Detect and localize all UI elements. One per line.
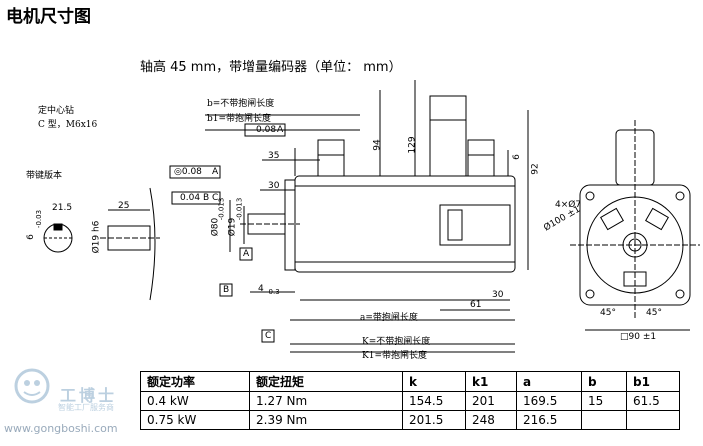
table-cell: 1.27 Nm (249, 391, 403, 411)
b-length-label: b=不带抱闸长度 (207, 99, 275, 109)
dim-30b: 30 (492, 290, 504, 300)
table-cell: 169.5 (516, 391, 582, 411)
table-cell (626, 410, 680, 430)
datum-c: C (265, 331, 272, 341)
col-b: b (581, 371, 627, 392)
col-k: k (402, 371, 466, 392)
dim-19-tol: -0.013 (235, 197, 244, 221)
a-length-label: a=带抱闸长度 (360, 313, 418, 323)
table-cell: 201 (465, 391, 517, 411)
center-drill-spec: C 型，M6x16 (38, 120, 98, 130)
power-connector (317, 139, 345, 177)
with-key-label: 带键版本 (26, 171, 63, 181)
col-a: a (516, 371, 582, 392)
drawing-subtitle: 轴高 45 mm，带增量编码器（单位： mm） (140, 60, 402, 75)
datum-b: B (223, 285, 230, 295)
dim-21-5: 21.5 (52, 203, 73, 213)
table-row: 0.4 kW 1.27 Nm 154.5 201 169.5 15 61.5 (140, 391, 680, 411)
dim-square: □90 ±1 (620, 332, 657, 342)
dim-19: Ø19 (227, 217, 238, 237)
col-rated-power: 额定功率 (140, 371, 250, 392)
dim-holes: 4×Ø7 (555, 200, 582, 210)
shaft-flange-profile (149, 187, 156, 301)
k1-length-label: K1=带抱闸长度 (362, 351, 427, 361)
runout-b-ref: B (203, 193, 210, 203)
dim-25: 25 (118, 201, 130, 211)
datum-a: A (243, 249, 250, 259)
runout-a-ref: A (277, 125, 284, 135)
dim-6b-tol: -0.03 (35, 209, 44, 229)
table-cell: 248 (465, 410, 517, 430)
watermark-website: www.gongboshi.com (4, 422, 118, 435)
brake-connector (467, 139, 495, 177)
spec-table: 额定功率 额定扭矩 k k1 a b b1 0.4 kW 1.27 Nm 154… (140, 371, 680, 430)
runout-bc-value: 0.04 (180, 193, 201, 203)
table-cell: 0.75 kW (140, 410, 250, 430)
center-drill-label: 定中心钻 (38, 106, 75, 116)
dim-80: Ø80 (210, 217, 221, 237)
dim-6b: 6 (25, 234, 36, 240)
col-rated-torque: 额定扭矩 (249, 371, 403, 392)
dim-6: 6 (511, 154, 522, 160)
dim-angle-1: 45° (600, 308, 616, 318)
motor-body (294, 175, 516, 273)
table-cell: 201.5 (402, 410, 466, 430)
col-b1: b1 (626, 371, 680, 392)
table-cell: 15 (581, 391, 627, 411)
dim-19h6: Ø19 h6 (91, 220, 102, 254)
watermark-brand: 工博士 (60, 386, 118, 405)
runout-a-value: 0.08 (256, 125, 277, 135)
table-cell: 2.39 Nm (249, 410, 403, 430)
dim-129: 129 (407, 136, 418, 154)
runout-c-ref: C (212, 193, 219, 203)
k-length-label: K=不带抱闸长度 (362, 337, 431, 347)
watermark-tagline: 智能工厂服务商 (58, 403, 114, 412)
dim-4: 4 (258, 284, 264, 294)
dim-4-tol: -0.3 (266, 288, 280, 296)
circularity-value: ◎0.08 (174, 167, 202, 177)
dim-94: 94 (372, 139, 383, 151)
page-title: 电机尺寸图 (6, 7, 91, 27)
dim-92: 92 (530, 163, 541, 175)
circularity-ref: A (212, 167, 219, 177)
table-cell (581, 410, 627, 430)
table-cell: 0.4 kW (140, 391, 250, 411)
dim-35: 35 (268, 151, 280, 161)
table-row: 0.75 kW 2.39 Nm 201.5 248 216.5 (140, 410, 680, 430)
table-cell: 61.5 (626, 391, 680, 411)
dim-61: 61 (470, 300, 482, 310)
b1-length-label: b1=带抱闸长度 (207, 114, 272, 124)
table-cell: 154.5 (402, 391, 466, 411)
col-k1: k1 (465, 371, 517, 392)
dim-80-tol: -0.013 (217, 197, 226, 221)
dim-angle-2: 45° (646, 308, 662, 318)
table-header-row: 额定功率 额定扭矩 k k1 a b b1 (140, 371, 680, 392)
encoder-connector (429, 95, 467, 177)
table-cell: 216.5 (516, 410, 582, 430)
dim-30: 30 (268, 181, 280, 191)
gongboshi-logo-icon (14, 368, 50, 404)
